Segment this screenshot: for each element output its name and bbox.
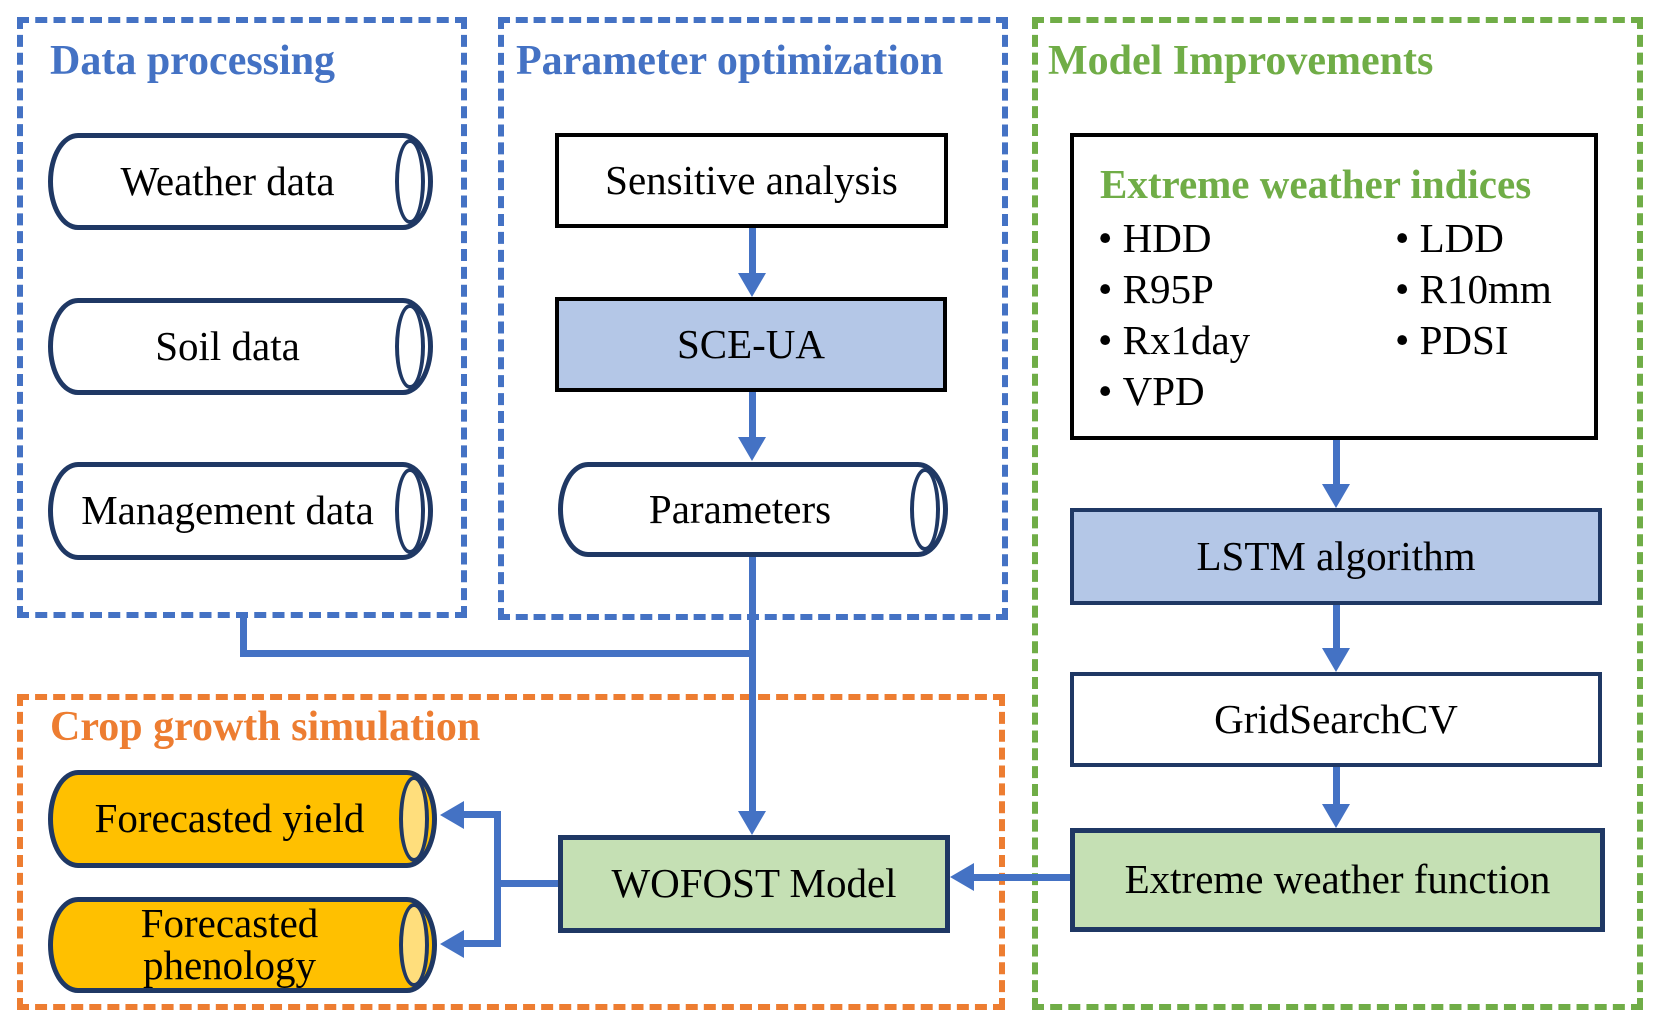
arrow-sensitive-to-sceua-line bbox=[749, 228, 756, 274]
cylinder-cap bbox=[910, 468, 940, 551]
arrow-indices-to-lstm-line bbox=[1333, 440, 1340, 485]
indices-left-column: HDD R95P Rx1day VPD bbox=[1098, 213, 1251, 417]
arrow-branch-to-yield-head bbox=[440, 801, 464, 829]
crop-growth-simulation-group bbox=[17, 694, 1005, 1010]
arrow-lstm-to-gridsearchcv-line bbox=[1333, 605, 1340, 649]
arrow-sceua-to-parameters-head bbox=[738, 437, 766, 461]
arrow-sensitive-to-sceua-head bbox=[738, 273, 766, 297]
connector-branch-vertical-line bbox=[494, 811, 501, 947]
arrow-lstm-to-gridsearchcv-head bbox=[1322, 648, 1350, 672]
sce-ua-label: SCE-UA bbox=[676, 320, 826, 367]
management-data-cylinder: Management data bbox=[48, 462, 433, 560]
arrow-ewf-to-wofost-line bbox=[972, 874, 1070, 881]
cylinder-cap bbox=[399, 903, 429, 987]
cylinder-cap bbox=[395, 139, 425, 224]
model-improvements-group bbox=[1032, 17, 1643, 1010]
bullet-item: PDSI bbox=[1395, 315, 1552, 366]
extreme-weather-function-label: Extreme weather function bbox=[1124, 856, 1551, 903]
gridsearchcv-box: GridSearchCV bbox=[1070, 672, 1602, 767]
bullet-item: Rx1day bbox=[1098, 315, 1251, 366]
arrow-branch-to-yield-line bbox=[464, 811, 501, 818]
arrow-parameters-to-wofost-line bbox=[749, 557, 756, 813]
data-processing-group bbox=[17, 17, 467, 618]
arrow-branch-to-phenology-head bbox=[440, 930, 464, 958]
lstm-algorithm-label: LSTM algorithm bbox=[1196, 532, 1476, 579]
sensitive-analysis-label: Sensitive analysis bbox=[605, 156, 898, 203]
arrow-gridsearchcv-to-ewf-line bbox=[1333, 767, 1340, 805]
cylinder-cap bbox=[395, 304, 425, 389]
soil-data-label: Soil data bbox=[155, 322, 300, 369]
wofost-model-box: WOFOST Model bbox=[558, 835, 950, 933]
extreme-weather-function-box: Extreme weather function bbox=[1070, 828, 1605, 932]
parameter-optimization-title: Parameter optimization bbox=[516, 38, 944, 84]
connector-wofost-to-branch-line bbox=[494, 880, 558, 887]
arrow-ewf-to-wofost-head bbox=[950, 863, 974, 891]
indices-right-column: LDD R10mm PDSI bbox=[1395, 213, 1552, 366]
weather-data-label: Weather data bbox=[120, 157, 335, 204]
gridsearchcv-label: GridSearchCV bbox=[1214, 695, 1458, 742]
bullet-item: R10mm bbox=[1395, 264, 1552, 315]
lstm-algorithm-box: LSTM algorithm bbox=[1070, 508, 1602, 605]
sce-ua-box: SCE-UA bbox=[555, 297, 947, 392]
arrow-branch-to-phenology-line bbox=[464, 940, 501, 947]
arrow-sceua-to-parameters-line bbox=[749, 392, 756, 438]
parameters-label: Parameters bbox=[648, 485, 832, 532]
bullet-item: R95P bbox=[1098, 264, 1250, 315]
management-data-label: Management data bbox=[81, 487, 374, 534]
forecasted-yield-label: Forecasted yield bbox=[94, 795, 365, 842]
bullet-item: LDD bbox=[1395, 213, 1552, 264]
forecasted-phenology-cylinder: Forecasted phenology bbox=[48, 897, 437, 993]
parameters-cylinder: Parameters bbox=[558, 462, 948, 557]
connector-dataprocessing-down-line bbox=[240, 618, 247, 657]
weather-data-cylinder: Weather data bbox=[48, 133, 433, 230]
forecasted-yield-cylinder: Forecasted yield bbox=[48, 770, 437, 868]
crop-growth-simulation-title: Crop growth simulation bbox=[50, 704, 481, 750]
soil-data-cylinder: Soil data bbox=[48, 298, 433, 395]
extreme-weather-indices-title: Extreme weather indices bbox=[1100, 161, 1532, 207]
cylinder-cap bbox=[399, 776, 429, 862]
model-improvements-title: Model Improvements bbox=[1048, 38, 1434, 84]
bullet-item: VPD bbox=[1098, 366, 1250, 417]
sensitive-analysis-box: Sensitive analysis bbox=[555, 133, 948, 228]
forecasted-phenology-label: Forecasted phenology bbox=[140, 900, 319, 988]
cylinder-cap bbox=[395, 468, 425, 554]
bullet-item: HDD bbox=[1098, 213, 1250, 264]
connector-dataprocessing-horizontal-line bbox=[240, 650, 756, 657]
wofost-model-label: WOFOST Model bbox=[611, 860, 897, 907]
data-processing-title: Data processing bbox=[50, 38, 336, 84]
arrow-indices-to-lstm-head bbox=[1322, 484, 1350, 508]
arrow-parameters-to-wofost-head bbox=[738, 811, 766, 835]
arrow-gridsearchcv-to-ewf-head bbox=[1322, 804, 1350, 828]
